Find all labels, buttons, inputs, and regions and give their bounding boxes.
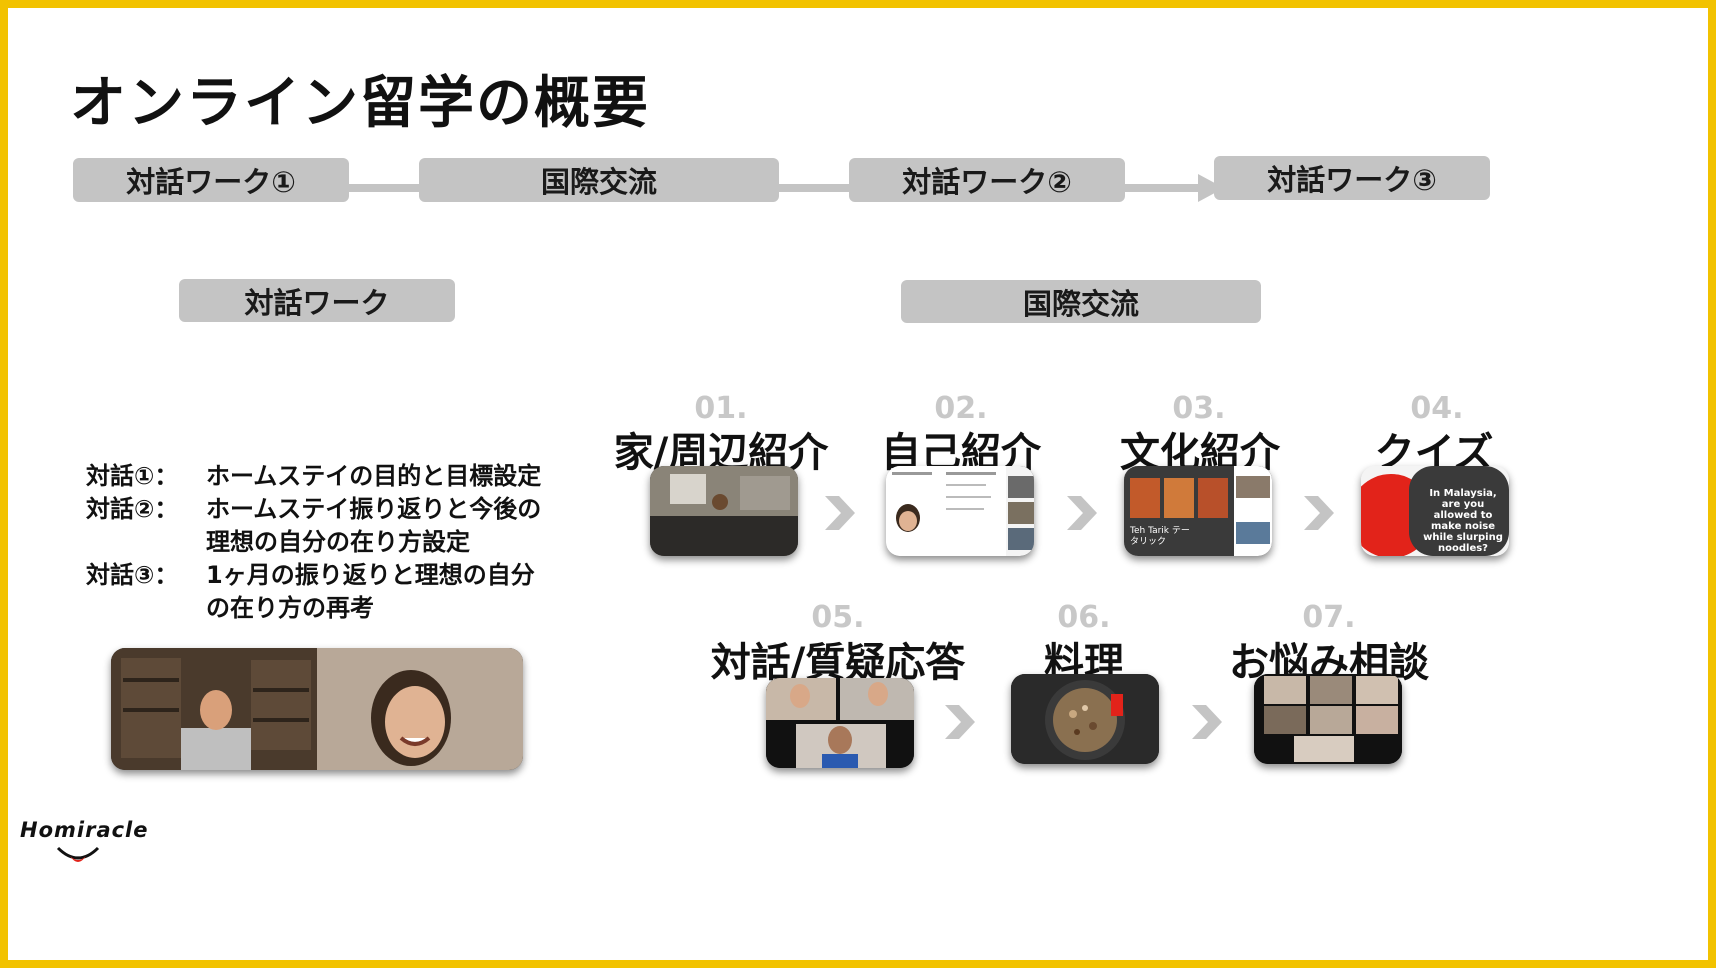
chevron-right-icon	[1192, 705, 1222, 739]
activity-number: 01.	[694, 391, 748, 426]
dialogue-item-cont: 理想の自分の在り方設定	[86, 526, 541, 559]
activity-number: 02.	[934, 391, 988, 426]
slide: オンライン留学の概要 対話ワーク① 国際交流 対話ワーク② 対話ワーク③ 対話ワ…	[8, 8, 1708, 960]
flow-connector	[1123, 184, 1208, 192]
page-title: オンライン留学の概要	[70, 71, 650, 136]
flow-connector	[778, 184, 868, 192]
activity-number: 05.	[811, 600, 865, 635]
flow-step-dialogue-2: 対話ワーク②	[849, 158, 1125, 202]
activity-photo-cooking	[1011, 674, 1159, 764]
dialogue-item: 対話②： ホームステイ振り返りと今後の	[86, 493, 541, 526]
chevron-right-icon	[1304, 496, 1334, 530]
chevron-right-icon	[1067, 496, 1097, 530]
dialogue-key: 対話③：	[86, 561, 179, 589]
activity-number: 04.	[1410, 391, 1464, 426]
chevron-right-icon	[825, 496, 855, 530]
smile-logo-icon	[56, 846, 100, 862]
dialogue-item: 対話③： 1ヶ月の振り返りと理想の自分	[86, 559, 541, 592]
section-exchange-header: 国際交流	[901, 280, 1261, 323]
slide-caption: Teh Tarik テータリック	[1130, 526, 1190, 547]
activity-photo-quiz: In Malaysia, are you allowed to make noi…	[1361, 466, 1509, 556]
dialogue-text: の在り方の再考	[206, 594, 374, 622]
slide-call-image	[886, 466, 1034, 556]
dialogue-text: 理想の自分の在り方設定	[206, 528, 470, 556]
quiz-question: In Malaysia, are you allowed to make noi…	[1423, 488, 1503, 554]
group-call-image	[766, 678, 914, 768]
dialogue-text: ホームステイの目的と目標設定	[206, 462, 542, 490]
dialogue-key: 対話①：	[86, 462, 179, 490]
activity-number: 03.	[1172, 391, 1226, 426]
flow-step-exchange: 国際交流	[419, 158, 779, 202]
activity-photo-self-intro	[886, 466, 1034, 556]
activity-photo-counseling	[1254, 674, 1402, 764]
activity-number: 06.	[1057, 600, 1111, 635]
logo-text: Homiracle	[20, 818, 149, 842]
kitchen-image	[650, 466, 798, 556]
section-dialogue-header: 対話ワーク	[179, 279, 455, 322]
quiz-slide-image	[1361, 466, 1509, 556]
dialogue-list: 対話①： ホームステイの目的と目標設定 対話②： ホームステイ振り返りと今後の …	[86, 460, 541, 625]
arrow-right-icon	[1198, 174, 1224, 202]
flow-step-dialogue-1: 対話ワーク①	[73, 158, 349, 202]
video-call-photo	[111, 648, 523, 770]
dialogue-item: 対話①： ホームステイの目的と目標設定	[86, 460, 541, 493]
dialogue-text: 1ヶ月の振り返りと理想の自分	[206, 561, 535, 589]
activity-photo-culture: Teh Tarik テータリック	[1124, 466, 1272, 556]
flow-step-dialogue-3: 対話ワーク③	[1214, 156, 1490, 200]
video-call-image	[111, 648, 523, 770]
dialogue-key: 対話②：	[86, 495, 179, 523]
chevron-right-icon	[945, 705, 975, 739]
group-call-image	[1254, 674, 1402, 764]
teh-tarik-slide-image	[1124, 466, 1272, 556]
cooking-pan-image	[1011, 674, 1159, 764]
activity-photo-home	[650, 466, 798, 556]
dialogue-item-cont: の在り方の再考	[86, 592, 541, 625]
flow-connector	[348, 184, 438, 192]
dialogue-text: ホームステイ振り返りと今後の	[206, 495, 542, 523]
activity-number: 07.	[1302, 600, 1356, 635]
activity-photo-qa	[766, 678, 914, 768]
